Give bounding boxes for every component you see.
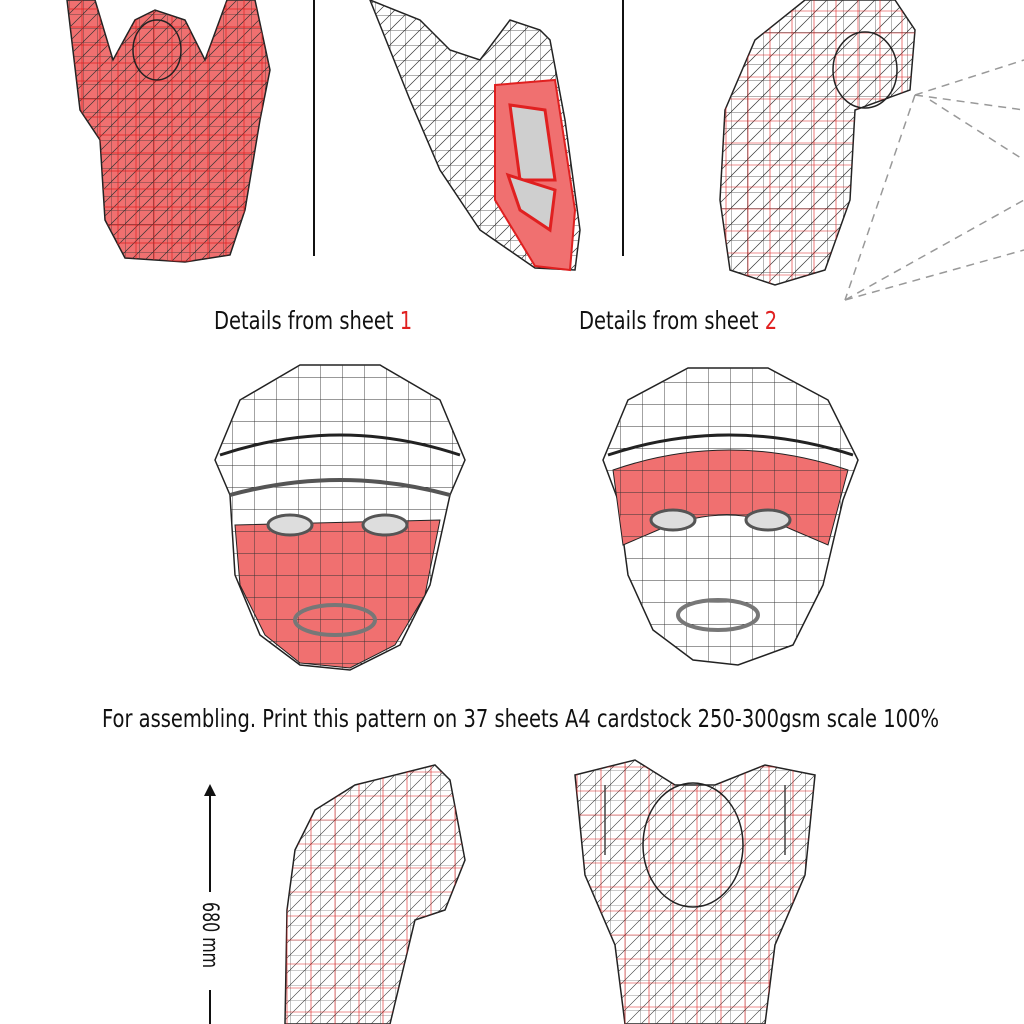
statue-side-figure <box>284 764 466 1024</box>
divider-left <box>313 0 315 256</box>
instructions-text: For assembling. Print this pattern on 37… <box>102 704 939 733</box>
caption-sheet2-number: 2 <box>764 306 778 335</box>
caption-sheet1-text: Details from sheet <box>214 306 400 335</box>
statue-front-figure <box>574 759 816 1024</box>
instructions-caption: For assembling. Print this pattern on 37… <box>102 704 939 733</box>
arrow-up-icon <box>204 784 216 892</box>
caption-sheet2-text: Details from sheet <box>579 306 765 335</box>
dimension-label: 680 mm <box>197 902 222 969</box>
caption-sheet1: Details from sheet 1 <box>214 306 412 335</box>
caption-sheet1-number: 1 <box>399 306 413 335</box>
face-sheet2-figure <box>602 367 859 666</box>
dimension-line-lower <box>209 990 211 1024</box>
torso-front-sheet1-figure <box>66 0 271 263</box>
face-sheet1-figure <box>214 364 466 671</box>
divider-right <box>622 0 624 256</box>
torso-detail-sheet1-figure <box>369 0 581 272</box>
torso-side-sheet2-figure <box>719 0 1024 301</box>
caption-sheet2: Details from sheet 2 <box>579 306 777 335</box>
